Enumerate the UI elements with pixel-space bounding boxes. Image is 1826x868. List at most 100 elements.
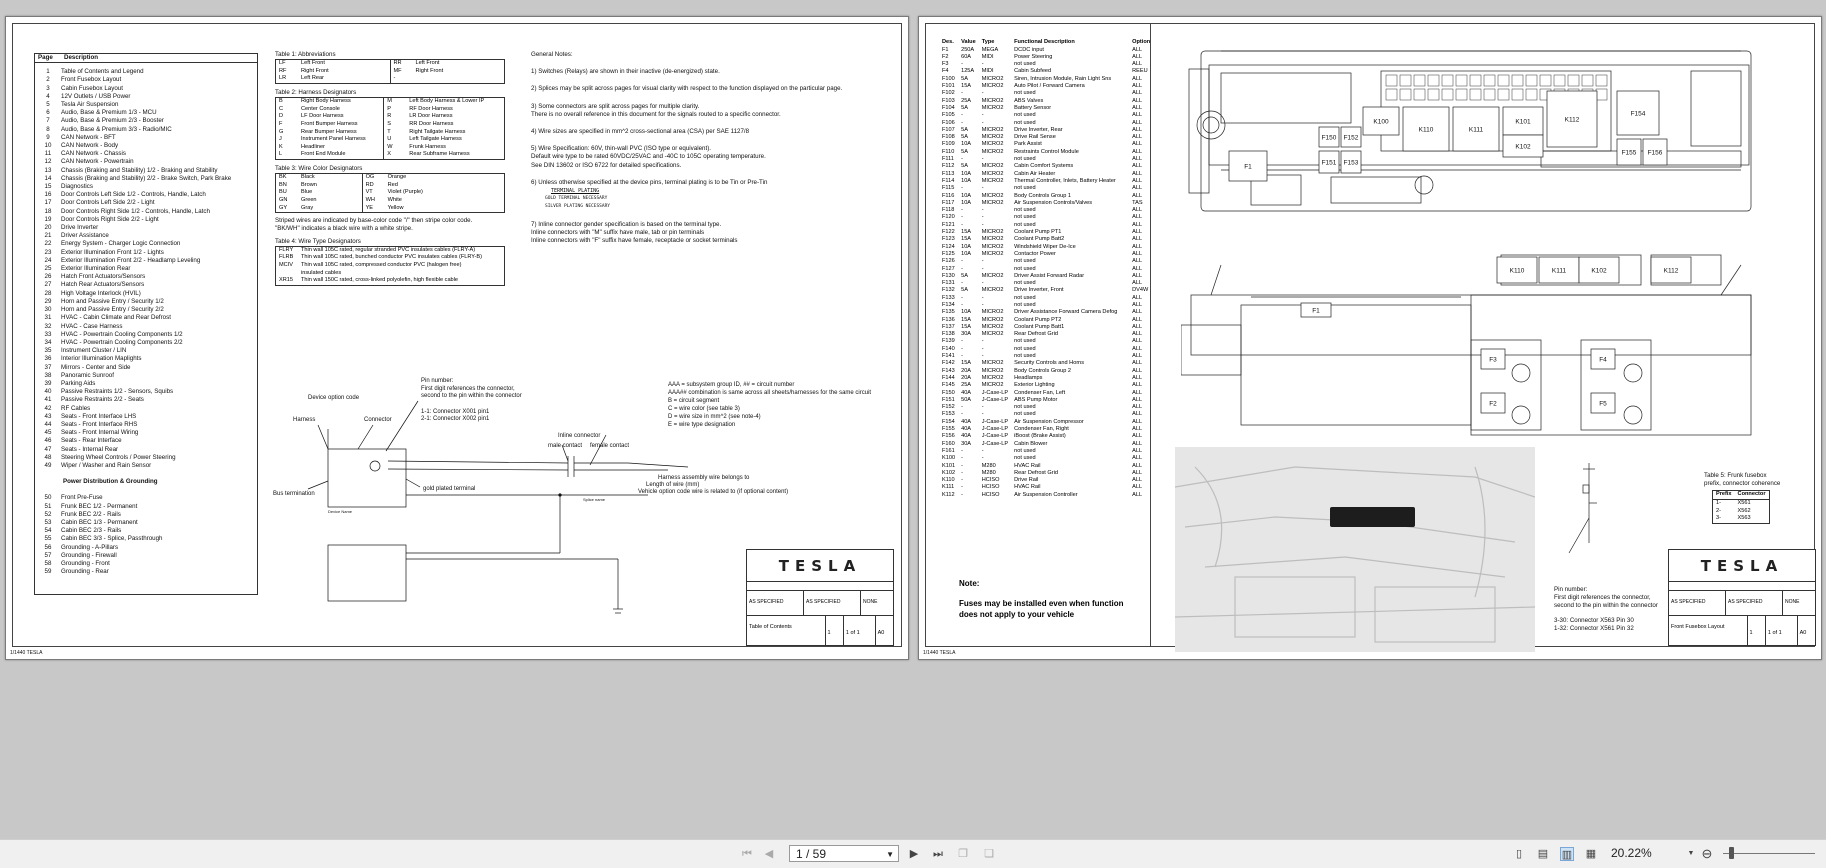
fuse-cell: MICRO2 xyxy=(981,272,1004,279)
fuse-cell: ALL xyxy=(1132,294,1143,301)
toc-description: Passive Restraints 1/2 - Sensors, Squibs xyxy=(61,388,174,396)
micro-fuse-slot xyxy=(1385,74,1398,87)
fuse-cell: 10A xyxy=(961,170,972,177)
note-line: SILVER PLATING NECESSARY xyxy=(545,204,611,210)
fuse-cell: 10A xyxy=(961,177,972,184)
previous-page-icon[interactable]: ◀ xyxy=(764,848,774,860)
fuse-cell: J-Case-LP xyxy=(981,389,1009,396)
title-block-divider xyxy=(1669,581,1815,590)
fuse-cell: - xyxy=(961,280,963,287)
table-cell: B xyxy=(279,98,283,105)
fuse-cell: 5A xyxy=(961,272,968,279)
two-page-view-icon[interactable]: ▥ xyxy=(1560,847,1574,861)
fuse-cell: - xyxy=(961,338,963,345)
fuse-cell: 250A xyxy=(961,46,975,53)
pin-notes: Pin number: First digit references the c… xyxy=(1554,586,1658,633)
toc-description: Grounding - Front xyxy=(61,559,110,567)
label-pin-ex1: 1-1: Connector X001 pin1 xyxy=(421,409,490,415)
single-page-view-icon[interactable]: ▯ xyxy=(1515,848,1523,860)
first-page-icon[interactable]: ⏮ xyxy=(742,848,752,860)
fuse-cell: F145 xyxy=(942,382,955,389)
table-cell: RD xyxy=(365,181,374,188)
fuse-cell: Body Controls Group 1 xyxy=(1014,192,1072,199)
two-page-continuous-view-icon[interactable]: ▦ xyxy=(1585,848,1597,860)
continuous-view-icon[interactable]: ▤ xyxy=(1537,848,1549,860)
table5-title-2: prefix, connector coherence xyxy=(1704,480,1781,488)
note-line: 6) Unless otherwise specified at the dev… xyxy=(531,178,768,186)
table-cell: Frunk Harness xyxy=(409,143,446,150)
toc-page-number: 6 xyxy=(46,109,50,117)
table-cell: R xyxy=(387,113,392,120)
micro-fuse-slot xyxy=(1455,74,1468,87)
micro-fuse-slot xyxy=(1427,88,1440,101)
fuse-cell: Condenser Fan, Right xyxy=(1014,426,1069,433)
legend-diagram: Device option code Harness Connector Pin… xyxy=(273,378,871,614)
next-page-icon[interactable]: ▶ xyxy=(909,848,919,860)
zoom-slider[interactable] xyxy=(1723,853,1815,854)
zoom-out-icon[interactable]: ⊖ xyxy=(1701,846,1713,861)
fuse-cell: Siren, Intrusion Module, Rain Light Sns xyxy=(1014,75,1112,82)
fuse-cell: - xyxy=(961,462,963,469)
fuse-cell: F150 xyxy=(942,389,955,396)
last-page-icon[interactable]: ⏭ xyxy=(933,848,943,860)
label-inline-connector: Inline connector xyxy=(558,433,600,439)
note-text-1: Fuses may be installed even when functio… xyxy=(959,599,1124,608)
fuse-cell: ALL xyxy=(1132,221,1143,228)
zoom-slider-handle[interactable] xyxy=(1729,847,1734,859)
fuse-cell: Coolant Pump PT1 xyxy=(1014,229,1062,236)
zoom-level[interactable]: 20.22% xyxy=(1611,846,1652,860)
fuse-cell: F137 xyxy=(942,323,955,330)
pin-desc-1: First digit references the connector, xyxy=(1554,594,1651,602)
fuse-cell: 5A xyxy=(961,134,968,141)
chevron-down-icon[interactable]: ▼ xyxy=(886,850,894,859)
toc-description: Door Controls Right Side 2/2 - Light xyxy=(61,215,159,223)
paste-page-icon[interactable]: ❏ xyxy=(984,848,994,860)
note-line: Inline connectors with "F" suffix have f… xyxy=(531,237,738,245)
table-cell: C xyxy=(279,105,284,112)
fuse-slot xyxy=(1300,302,1332,318)
fuse-slot xyxy=(1546,90,1598,148)
toc-description: Cabin BEC 3/3 - Splice, Passthrough xyxy=(61,535,163,543)
copy-page-icon[interactable]: ❐ xyxy=(958,848,968,860)
toc-page-number: 38 xyxy=(44,371,52,379)
toc-page-number: 8 xyxy=(46,125,50,133)
toc-description: Tesla Air Suspension xyxy=(61,101,119,109)
fuse-cell: F130 xyxy=(942,272,955,279)
fuse-cell: K110 xyxy=(942,477,955,484)
fuse-label: F151 xyxy=(1322,160,1337,167)
fuse-cell: Cabin Blower xyxy=(1014,440,1048,447)
fuse-cell: F125 xyxy=(942,250,955,257)
toc-description: Chassis (Braking and Stability) 2/2 - Br… xyxy=(61,174,232,182)
fuse-cell: F122 xyxy=(942,229,955,236)
zoom-dropdown-icon[interactable]: ▼ xyxy=(1687,850,1695,857)
fuse-cell: 5A xyxy=(961,126,968,133)
table5-row: 2-X562 xyxy=(1713,508,1770,516)
fuse-cell: ALL xyxy=(1132,75,1143,82)
fuse-cell: 15A xyxy=(961,360,972,367)
fuse-cell: ALL xyxy=(1132,426,1143,433)
page-number-input[interactable]: 1 / 59 ▼ xyxy=(789,845,899,862)
fuse-cell: 40A xyxy=(961,426,972,433)
fuse-slot xyxy=(1590,392,1616,414)
fuse-cell: not used xyxy=(1014,447,1036,454)
